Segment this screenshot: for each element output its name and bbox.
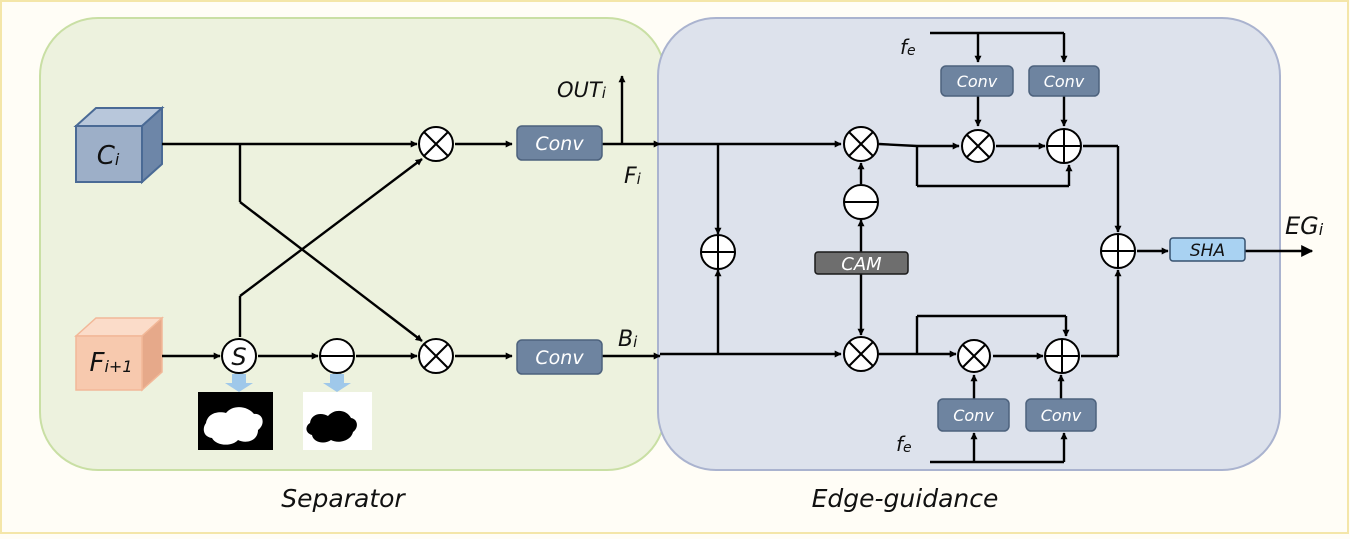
edge-guidance-panel [657,17,1281,471]
conv-block-top-left: Conv [940,65,1014,97]
conv-label: Conv [953,406,994,425]
conv-label: Conv [535,347,584,369]
svg-text:EGi: EGi [1285,212,1324,240]
fe-top-subscript: e [907,43,916,59]
out-label: OUT [557,78,604,102]
b-label: B [618,327,633,352]
svg-text:Ci: Ci [97,141,120,171]
eg-label: EG [1285,212,1319,240]
c-input-subscript: i [115,150,120,169]
f-next-input-label: F [90,348,106,378]
sigmoid-symbol: S [231,343,246,371]
conv-block-f: Conv [516,125,603,161]
f-next-input-cube: Fi+1 [74,316,164,392]
cam-label: CAM [841,254,882,275]
c-input-cube: Ci [73,105,165,185]
svg-text:Bi: Bi [618,327,638,352]
conv-block-bottom-right: Conv [1025,398,1097,432]
separator-title: Separator [281,484,406,513]
f-next-input-subscript: i+1 [104,357,132,376]
conv-label: Conv [957,72,998,91]
eg-subscript: i [1319,220,1324,239]
f-label: F [624,164,637,189]
conv-label: Conv [1044,72,1085,91]
svg-text:Fi+1: Fi+1 [90,348,133,378]
add-operator [1044,338,1080,374]
sigmoid-operator: S [221,338,257,374]
conv-label: Conv [1041,406,1082,425]
foreground-mask-image [198,392,273,450]
conv-label: Conv [535,133,584,155]
svg-text:Fi: Fi [624,164,642,189]
svg-text:fe: fe [896,432,912,456]
multiply-operator [961,129,995,163]
reverse-operator [843,184,879,220]
out-subscript: i [602,84,607,102]
sha-label: SHA [1190,241,1225,261]
edge-guidance-title: Edge-guidance [812,484,999,513]
conv-block-top-right: Conv [1028,65,1100,97]
multiply-operator [957,339,991,373]
background-mask-image [303,392,372,450]
multiply-operator [418,338,454,374]
fe-top-label: f [900,35,910,59]
add-operator [1100,233,1136,269]
conv-block-b: Conv [516,339,603,375]
add-operator [700,234,736,270]
mask-arrow [323,374,351,392]
f-subscript: i [637,170,642,188]
fe-bottom-subscript: e [903,440,912,456]
edge-guidance-wires [660,31,1314,464]
mask-arrow [225,374,253,392]
multiply-operator [843,126,879,162]
cam-block: CAM [814,251,909,275]
svg-text:OUTi: OUTi [557,78,607,102]
add-operator [1046,128,1082,164]
fe-bottom-label: f [896,432,906,456]
multiply-operator [843,336,879,372]
sha-block: SHA [1169,237,1246,262]
reverse-operator [319,338,355,374]
conv-block-bottom-left: Conv [937,398,1010,432]
multiply-operator [418,126,454,162]
b-subscript: i [633,333,638,351]
svg-text:fe: fe [900,35,916,59]
separator-wires [162,75,661,360]
c-input-label: C [97,141,116,171]
